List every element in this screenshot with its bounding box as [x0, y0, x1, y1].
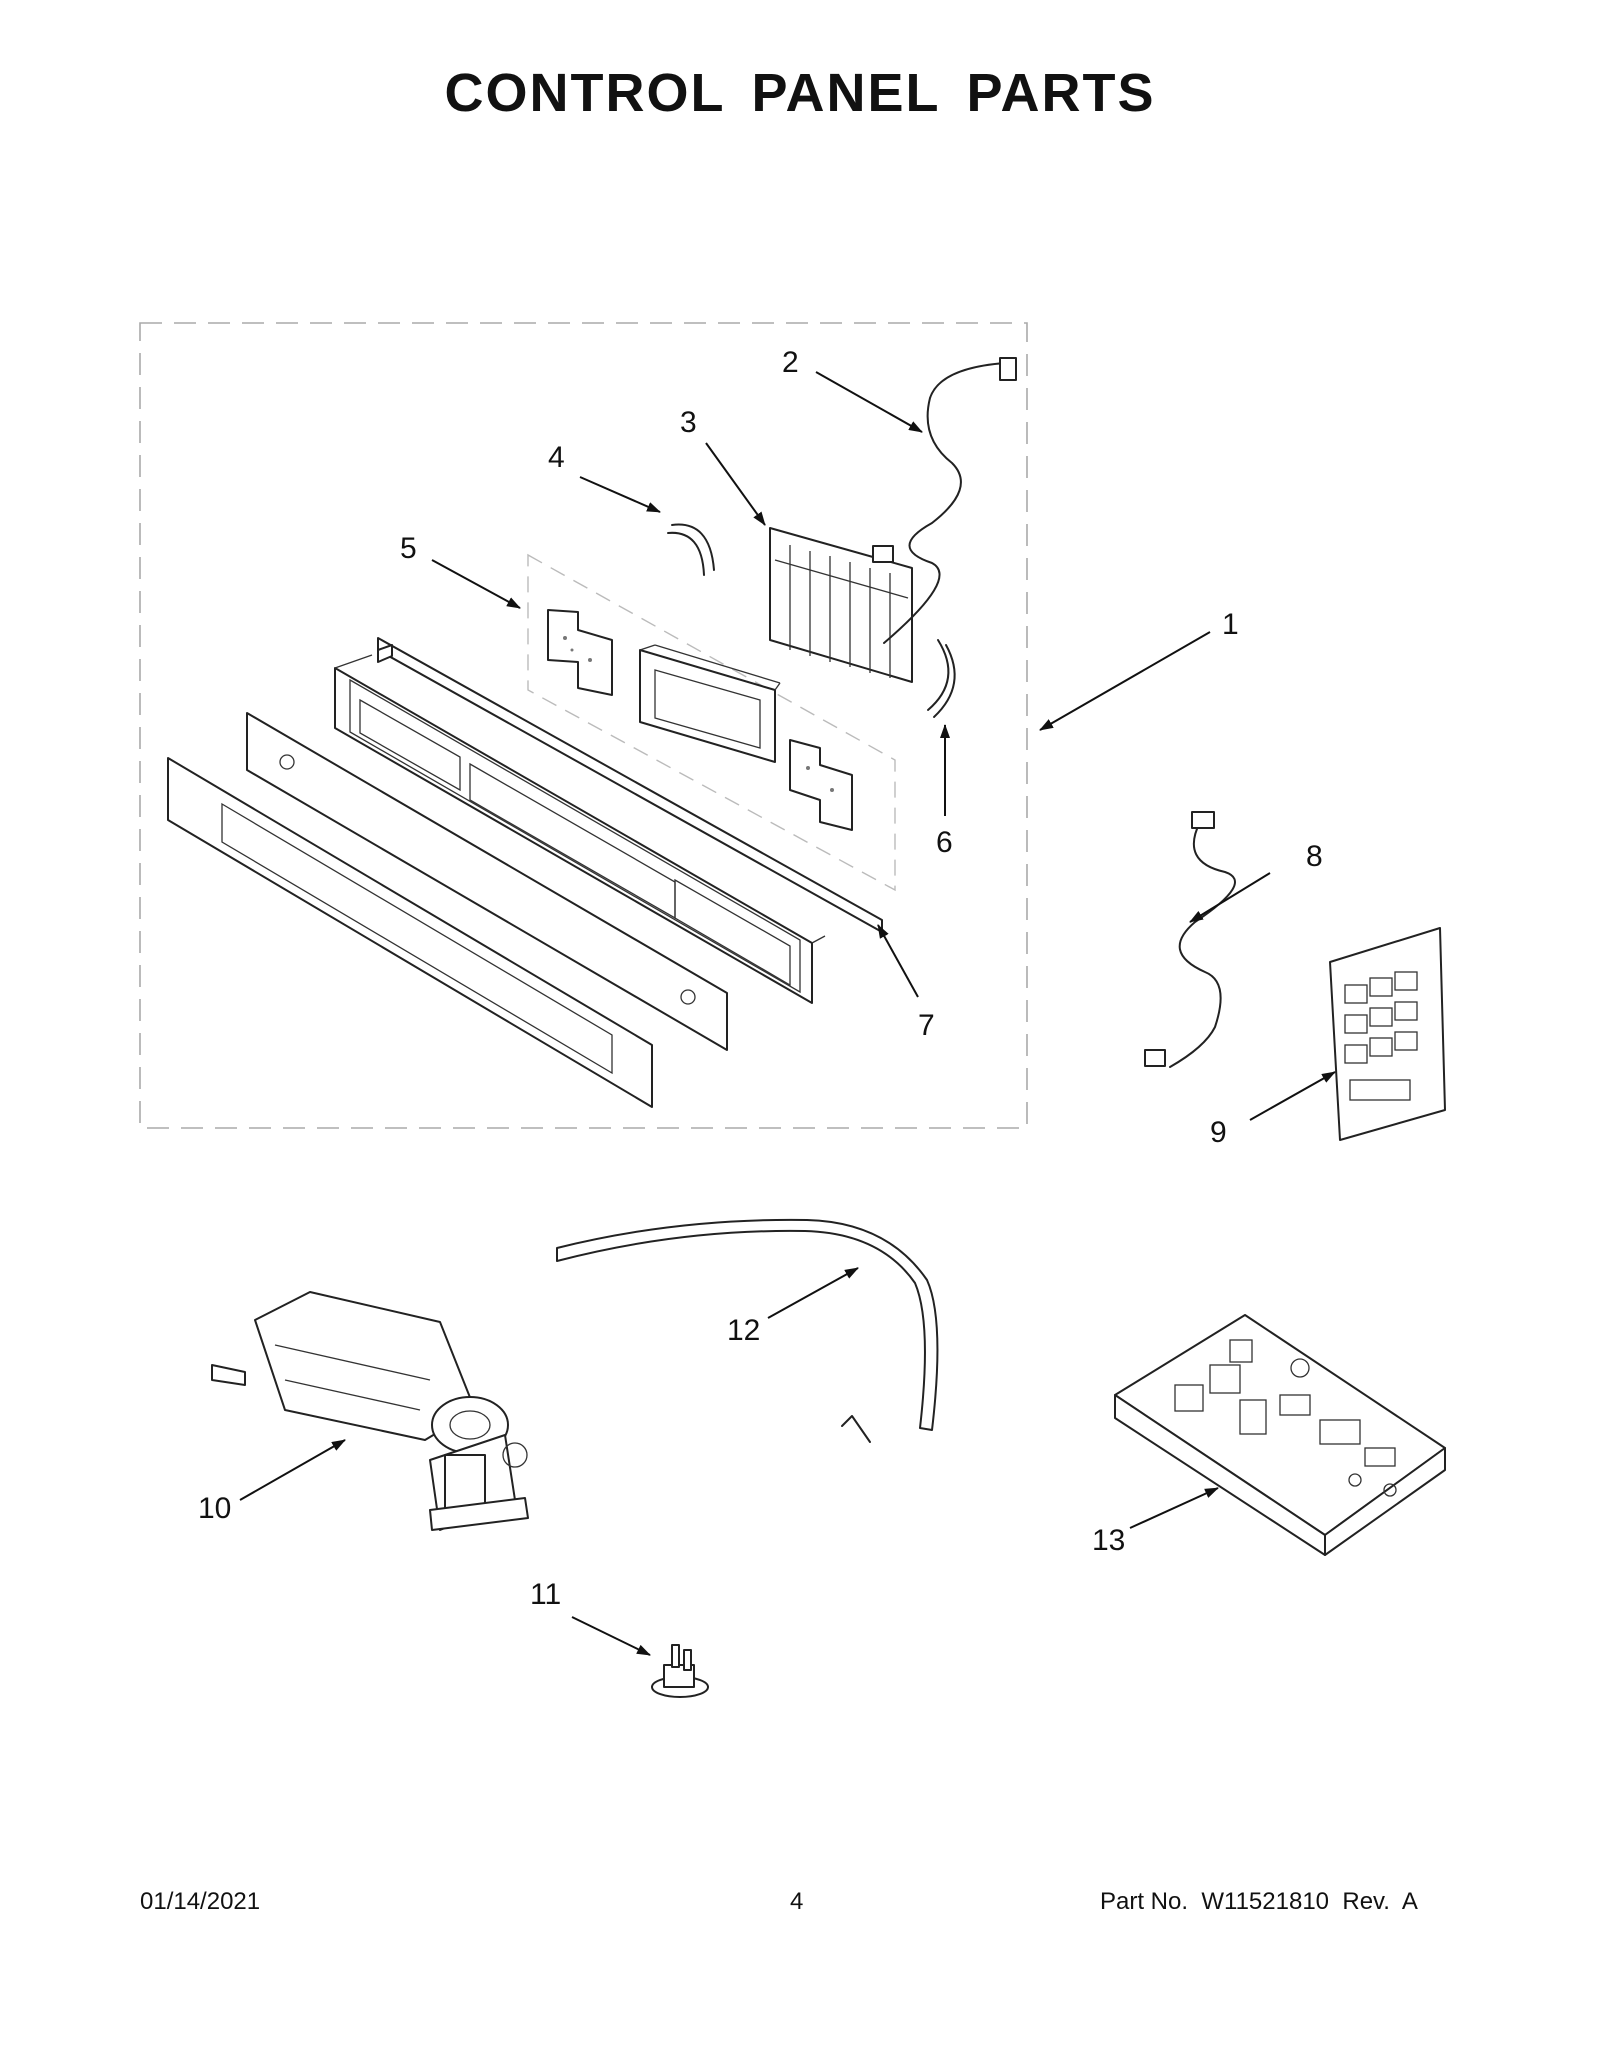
connector-2b: [872, 545, 894, 563]
callout-8: 8: [1306, 840, 1323, 873]
leader-4: [579, 476, 661, 513]
leader-9: [1249, 1071, 1336, 1121]
front-glass-panel: [167, 757, 653, 1108]
footer-date: 01/14/2021: [140, 1888, 261, 1915]
control-panel-overlay: [246, 712, 728, 1051]
assembly-boundary: [139, 322, 1028, 1129]
main-control-board: [1114, 1314, 1446, 1556]
gasket-strip: [556, 1218, 939, 1431]
callout-13: 13: [1092, 1524, 1125, 1557]
callout-1: 1: [1222, 608, 1239, 641]
leader-13: [1129, 1487, 1219, 1529]
callout-4: 4: [548, 441, 565, 474]
gasket-left: [667, 523, 715, 576]
leader-3: [705, 442, 766, 526]
callout-6: 6: [936, 826, 953, 859]
leader-10: [239, 1439, 346, 1501]
gasket-strip-end: [841, 1415, 871, 1443]
touch-keypad: [769, 527, 913, 683]
leader-8: [1189, 872, 1271, 923]
wire-harness-8: [1169, 821, 1236, 1068]
relay-board: [1329, 927, 1446, 1141]
control-plane-outline: [527, 553, 896, 892]
connector-8a: [1191, 811, 1215, 829]
leader-2: [815, 371, 923, 433]
callout-3: 3: [680, 406, 697, 439]
led-board-left: [547, 609, 613, 696]
footer-page-number: 4: [790, 1888, 804, 1915]
leader-11: [571, 1616, 651, 1656]
control-housing-frame: [334, 654, 826, 1004]
blower-motor: [211, 1291, 529, 1531]
callout-9: 9: [1210, 1116, 1227, 1149]
callout-12: 12: [727, 1314, 760, 1347]
display-board: [639, 644, 781, 763]
callout-7: 7: [918, 1009, 935, 1042]
callout-2: 2: [782, 346, 799, 379]
connector-2a: [999, 357, 1017, 381]
callout-11: 11: [530, 1578, 561, 1611]
callout-10: 10: [198, 1492, 231, 1525]
connector-8b: [1144, 1049, 1166, 1067]
gasket-right: [927, 639, 956, 718]
leader-5: [431, 559, 521, 609]
page-title: CONTROL PANEL PARTS: [444, 63, 1156, 123]
callout-5: 5: [400, 532, 417, 565]
leader-1: [1039, 631, 1211, 731]
wire-harness-2: [883, 362, 1006, 644]
thermostat: [651, 1644, 709, 1698]
leader-12: [767, 1267, 859, 1319]
footer-part-number: Part No. W11521810 Rev. A: [1100, 1888, 1418, 1915]
led-board-right: [789, 739, 853, 831]
leader-7: [877, 924, 919, 998]
